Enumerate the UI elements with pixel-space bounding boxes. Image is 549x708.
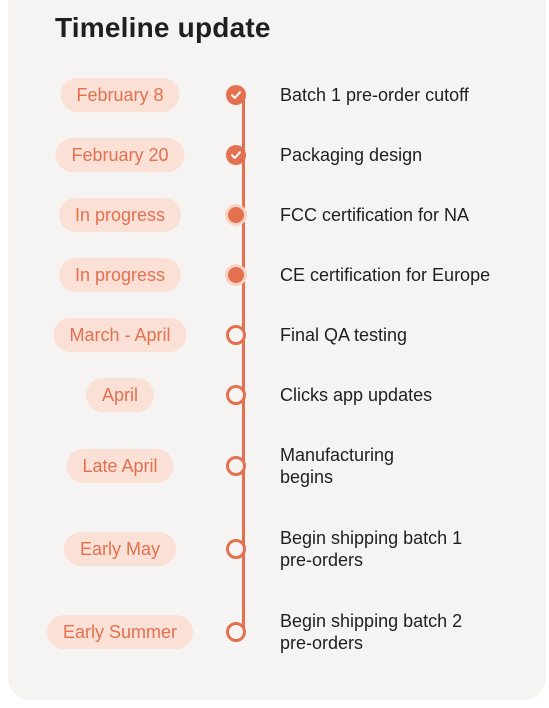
ring-icon bbox=[226, 539, 246, 559]
check-icon bbox=[226, 145, 246, 165]
date-pill: February 8 bbox=[60, 78, 180, 112]
ring-icon bbox=[226, 456, 246, 476]
date-pill: Early May bbox=[63, 532, 177, 566]
dot-icon bbox=[228, 267, 244, 283]
page-title: Timeline update bbox=[55, 12, 271, 43]
milestone-label: Final QA testing bbox=[280, 325, 408, 345]
date-pill: Early Summer bbox=[46, 615, 194, 649]
date-pill: In progress bbox=[58, 198, 182, 232]
ring-icon bbox=[226, 325, 246, 345]
milestone-label: Begin shipping batch 1 pre-orders bbox=[280, 528, 463, 570]
milestone-label: Clicks app updates bbox=[280, 385, 433, 405]
check-icon bbox=[226, 85, 246, 105]
date-pill: April bbox=[85, 378, 155, 412]
milestone-label: Begin shipping batch 2 pre-orders bbox=[280, 611, 463, 653]
date-pill: February 20 bbox=[55, 138, 185, 172]
date-pill: March - April bbox=[53, 318, 187, 352]
dot-icon bbox=[228, 207, 244, 223]
milestone-label: FCC certification for NA bbox=[280, 205, 470, 225]
ring-icon bbox=[226, 385, 246, 405]
timeline-line bbox=[242, 94, 245, 632]
date-pill: Late April bbox=[66, 449, 174, 483]
milestone-label: Batch 1 pre-order cutoff bbox=[280, 85, 469, 105]
date-pill: In progress bbox=[58, 258, 182, 292]
milestone-label: Manufacturing begins bbox=[280, 445, 395, 487]
milestone-label: Packaging design bbox=[280, 145, 423, 165]
ring-icon bbox=[226, 622, 246, 642]
milestone-label: CE certification for Europe bbox=[280, 265, 491, 285]
